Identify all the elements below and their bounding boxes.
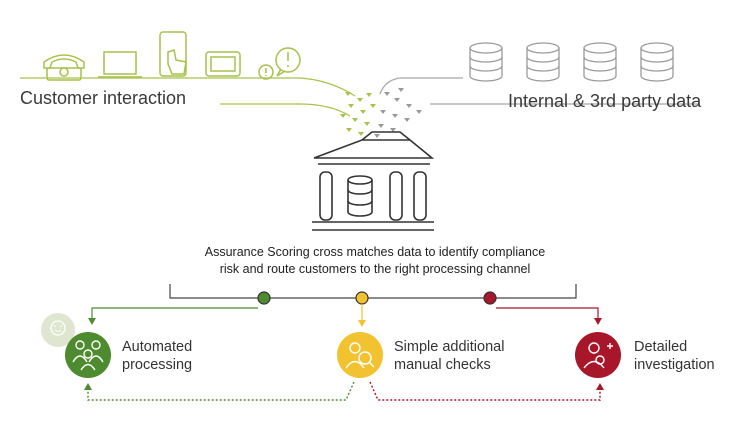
database-icon xyxy=(526,42,560,82)
automated-node xyxy=(257,291,271,305)
simple-node xyxy=(355,291,369,305)
simple-line-2: manual checks xyxy=(394,357,491,373)
tablet-touch-icon xyxy=(159,31,187,77)
database-icon xyxy=(640,42,674,82)
automated-connector xyxy=(91,307,258,320)
person-search-icon xyxy=(337,332,383,378)
detailed-line-2: investigation xyxy=(634,357,715,373)
data-line xyxy=(379,77,700,105)
assurance-caption: Assurance Scoring cross matches data to … xyxy=(0,244,750,278)
database-icon xyxy=(583,42,617,82)
return-arrow-detailed xyxy=(596,383,604,390)
telephone-icon xyxy=(43,54,85,81)
detailed-connector xyxy=(496,307,599,320)
customer-interaction-label: Customer interaction xyxy=(20,88,187,108)
automated-line-2: processing xyxy=(122,357,193,373)
caption-line-1: Assurance Scoring cross matches data to … xyxy=(204,245,546,259)
detailed-line-1: Detailed xyxy=(634,339,688,355)
simple-checks-label: Simple additional manual checks xyxy=(394,338,504,374)
customer-data-flow xyxy=(340,92,376,136)
internal-data-flow xyxy=(374,88,422,138)
detailed-investigation-label: Detailed investigation xyxy=(634,338,715,374)
atm-card-icon xyxy=(205,51,241,77)
simple-arrow xyxy=(358,320,366,327)
people-group-icon xyxy=(65,332,111,378)
simple-line-1: Simple additional xyxy=(394,339,505,355)
caption-line-2: risk and route customers to the right pr… xyxy=(219,262,531,276)
automated-line-1: Automated xyxy=(122,339,193,355)
automated-processing-label: Automated processing xyxy=(122,338,192,374)
automated-arrow xyxy=(88,318,96,325)
bank-database-icon xyxy=(312,131,435,231)
speech-bubbles-icon xyxy=(258,47,301,80)
return-path-detailed xyxy=(369,381,601,401)
database-icon xyxy=(469,42,503,82)
return-path-automated xyxy=(87,381,355,401)
smiley-icon xyxy=(41,313,75,347)
laptop-icon xyxy=(98,51,142,78)
internal-data-label: Internal & 3rd party data xyxy=(508,91,702,111)
detailed-arrow xyxy=(594,318,602,325)
return-arrow-automated xyxy=(84,383,92,390)
detailed-node xyxy=(483,291,497,305)
person-add-icon xyxy=(575,332,621,378)
routing-bracket xyxy=(169,284,577,299)
